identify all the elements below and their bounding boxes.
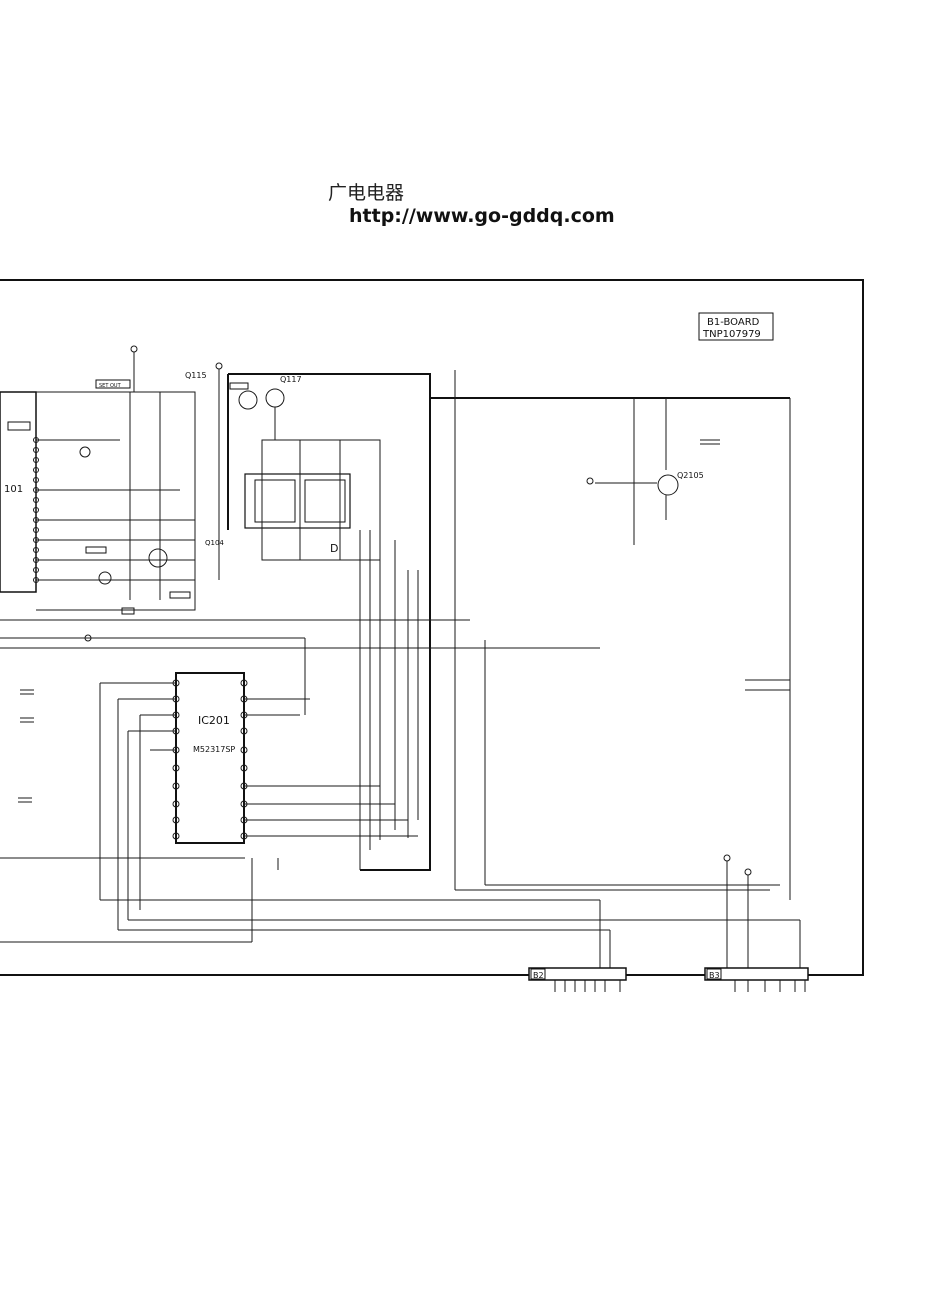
left-block-wiring — [7, 392, 195, 615]
site-title: 广电电器 — [328, 182, 405, 204]
bottom-routing — [0, 370, 801, 975]
q2105-label: Q2105 — [677, 471, 704, 480]
set-out-tag — [95, 379, 131, 389]
filter-block — [244, 473, 351, 529]
set-out-label: SET OUT — [99, 383, 122, 389]
q104-label: Q104 — [205, 539, 224, 547]
vertical-bus — [359, 530, 419, 870]
board-part-number: TNP107979 — [702, 329, 761, 340]
ic201-part: M52317SP — [193, 745, 235, 754]
board-label-box — [698, 312, 774, 341]
board-name: B1-BOARD — [707, 317, 760, 328]
subcircuit-box — [36, 391, 196, 611]
connector-b2-pins — [554, 980, 621, 992]
q115-label: Q115 — [185, 371, 207, 380]
ic201-body — [175, 672, 245, 844]
connector-b3-pins — [734, 980, 806, 992]
filter-block-label: D — [330, 542, 338, 555]
board-frame — [0, 279, 864, 976]
q117-box — [228, 373, 431, 871]
q117-label: Q117 — [280, 375, 302, 384]
ic101-label: 101 — [4, 484, 23, 495]
left-crystals — [18, 689, 34, 803]
site-url: http://www.go-gddq.com — [349, 205, 615, 227]
ic201-ref: IC201 — [198, 714, 230, 727]
connector-b3-body — [704, 967, 809, 981]
connector-b2-body — [528, 967, 627, 981]
connector-b2-label: B2 — [533, 971, 544, 980]
ic201-wiring — [99, 638, 418, 930]
connector-b3-label: B3 — [709, 971, 720, 980]
